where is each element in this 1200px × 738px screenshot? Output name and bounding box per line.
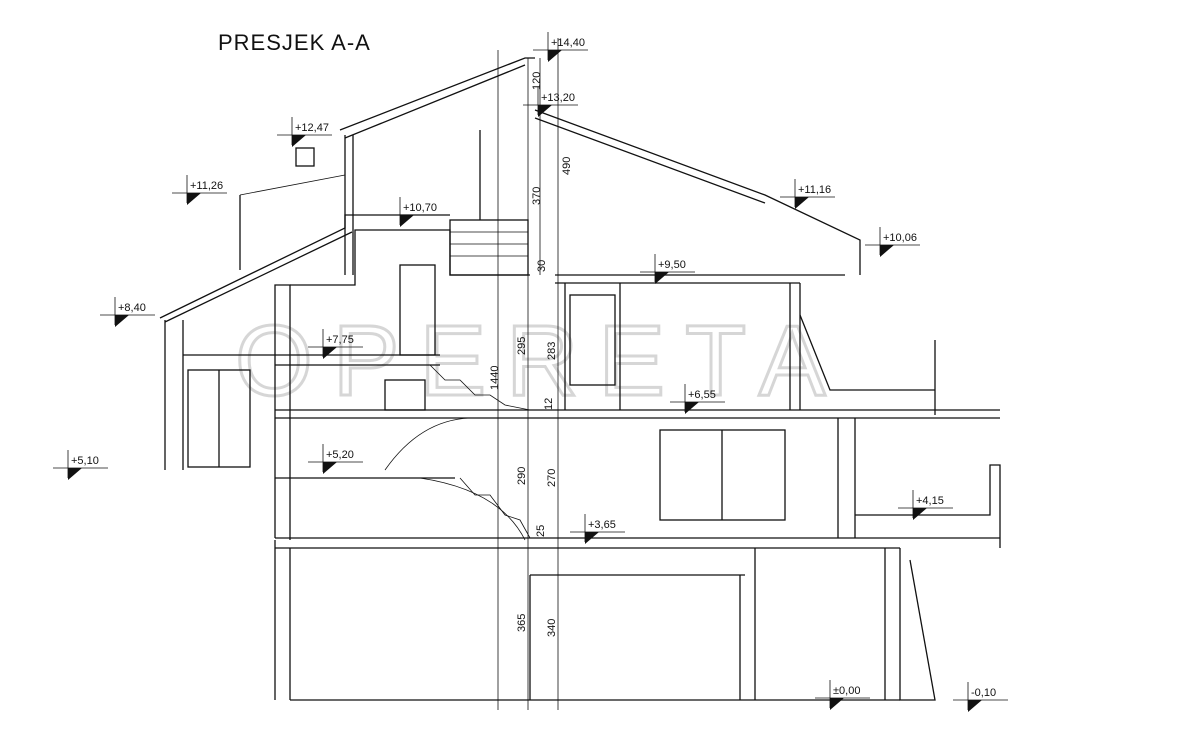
level-label: +11,16 — [798, 184, 831, 196]
level-marker-l1320: +13,20 — [523, 87, 578, 117]
level-marker-l840: +8,40 — [100, 297, 155, 327]
watermark: OPERETA — [235, 305, 845, 417]
level-marker-lm010: -0,10 — [953, 682, 1008, 712]
dimension-labels: 120 490 370 30 295 283 1440 12 290 270 2… — [489, 72, 573, 637]
level-label: +5,10 — [71, 455, 99, 467]
level-triangle-icon — [292, 135, 306, 147]
dim-365: 365 — [516, 614, 528, 632]
level-marker-l1070: +10,70 — [385, 197, 440, 227]
dim-1440: 1440 — [489, 366, 501, 390]
dim-120: 120 — [531, 72, 543, 90]
level-marker-l950: +9,50 — [640, 254, 695, 284]
level-markers: +14,40 +13,20 +12,47 +11,26 +11,16 +10,70 +10,… — [53, 32, 1008, 712]
dim-290: 290 — [516, 467, 528, 485]
level-label: ±0,00 — [833, 685, 860, 697]
dim-283: 283 — [546, 342, 558, 360]
level-triangle-icon — [795, 197, 809, 209]
level-label: +14,40 — [551, 37, 585, 49]
level-marker-l000: ±0,00 — [815, 680, 870, 710]
level-marker-l365: +3,65 — [570, 514, 625, 544]
dim-370: 370 — [531, 187, 543, 205]
level-label: +9,50 — [658, 259, 686, 271]
level-triangle-icon — [115, 315, 129, 327]
level-label: -0,10 — [971, 687, 996, 699]
level-marker-l1247: +12,47 — [277, 117, 332, 147]
level-marker-l520: +5,20 — [308, 444, 363, 474]
level-marker-l1440: +14,40 — [533, 32, 588, 62]
level-marker-l1116: +11,16 — [780, 179, 835, 209]
level-marker-l1126: +11,26 — [172, 175, 227, 205]
level-triangle-icon — [585, 532, 599, 544]
level-triangle-icon — [880, 245, 894, 257]
level-label: +3,65 — [588, 519, 616, 531]
drawing-title: PRESJEK A-A — [218, 30, 371, 55]
dim-30: 30 — [536, 260, 548, 272]
level-label: +8,40 — [118, 302, 146, 314]
level-triangle-icon — [655, 272, 669, 284]
dimension-lines — [497, 38, 559, 710]
level-triangle-icon — [400, 215, 414, 227]
level-label: +12,47 — [295, 122, 329, 134]
dim-295: 295 — [516, 337, 528, 355]
dim-340: 340 — [546, 619, 558, 637]
level-triangle-icon — [187, 193, 201, 205]
level-marker-l415: +4,15 — [898, 490, 953, 520]
dim-490: 490 — [561, 157, 573, 175]
level-triangle-icon — [323, 462, 337, 474]
level-label: +4,15 — [916, 495, 944, 507]
level-label: +10,70 — [403, 202, 437, 214]
level-triangle-icon — [830, 698, 844, 710]
level-triangle-icon — [968, 700, 982, 712]
level-triangle-icon — [685, 402, 699, 414]
dim-270: 270 — [546, 469, 558, 487]
level-marker-l775: +7,75 — [308, 329, 363, 359]
level-triangle-icon — [538, 105, 552, 117]
level-label: +6,55 — [688, 389, 716, 401]
building-outline — [159, 57, 1001, 701]
level-marker-l655: +6,55 — [670, 384, 725, 414]
level-label: +5,20 — [326, 449, 354, 461]
level-marker-l510: +5,10 — [53, 450, 108, 480]
level-label: +7,75 — [326, 334, 354, 346]
dim-12: 12 — [543, 398, 555, 410]
level-triangle-icon — [548, 50, 562, 62]
level-label: +10,06 — [883, 232, 917, 244]
level-marker-l1006: +10,06 — [865, 227, 920, 257]
level-triangle-icon — [68, 468, 82, 480]
level-triangle-icon — [323, 347, 337, 359]
level-label: +13,20 — [541, 92, 575, 104]
level-triangle-icon — [913, 508, 927, 520]
level-label: +11,26 — [190, 180, 223, 192]
dim-25: 25 — [535, 525, 547, 537]
